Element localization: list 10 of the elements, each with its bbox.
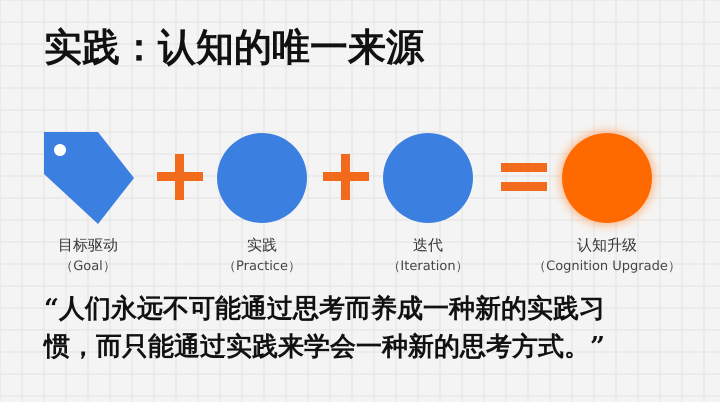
node-sublabel: （Iteration） (387, 258, 469, 275)
node-label: 目标驱动 (58, 236, 118, 255)
title: 实践：认知的唯一来源 (44, 24, 424, 71)
node-label: 实践 (247, 236, 277, 255)
node-sublabel: （Practice） (223, 258, 301, 275)
quote: “人们永远不可能通过思考而养成一种新的实践习惯，而只能通过实践来学会一种新的思考方式。” (44, 293, 606, 364)
node-label: 迭代 (413, 236, 443, 255)
node-sublabel: （Goal） (60, 258, 116, 275)
node-sublabel: （Cognition Upgrade） (533, 258, 681, 275)
node-label: 认知升级 (577, 236, 637, 255)
